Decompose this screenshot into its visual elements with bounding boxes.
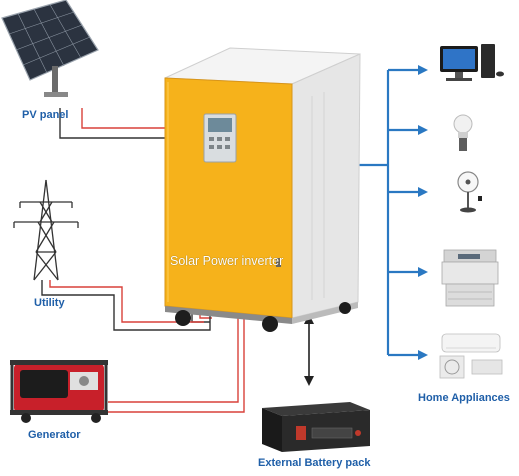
utility-wires [41,280,211,331]
pv-panel-label: PV panel [22,109,69,121]
home-appliances-label: Home Appliances [418,392,510,404]
generator-red-wire-1 [108,312,239,403]
printer-icon [441,249,499,307]
fan-icon [457,171,482,213]
battery-icon [262,402,370,452]
generator-label: Generator [28,429,81,441]
generator-wires [102,312,245,413]
generator-icon [10,360,108,423]
computer-icon [440,44,504,81]
generator-red-wire-2 [102,318,245,413]
air-conditioner-icon [439,333,503,379]
utility-dark-wire [41,280,211,331]
utility-red-wire [49,280,204,323]
inverter-icon [164,47,361,332]
battery-label: External Battery pack [258,457,371,469]
battery-link-arrow [304,314,314,386]
utility-label: Utility [34,297,65,309]
power-tower-icon [13,179,79,281]
output-bus [355,65,428,360]
light-bulb-icon [453,114,473,151]
solar-panel-icon [1,0,99,97]
inverter-label: Solar Power inverter [170,254,284,268]
